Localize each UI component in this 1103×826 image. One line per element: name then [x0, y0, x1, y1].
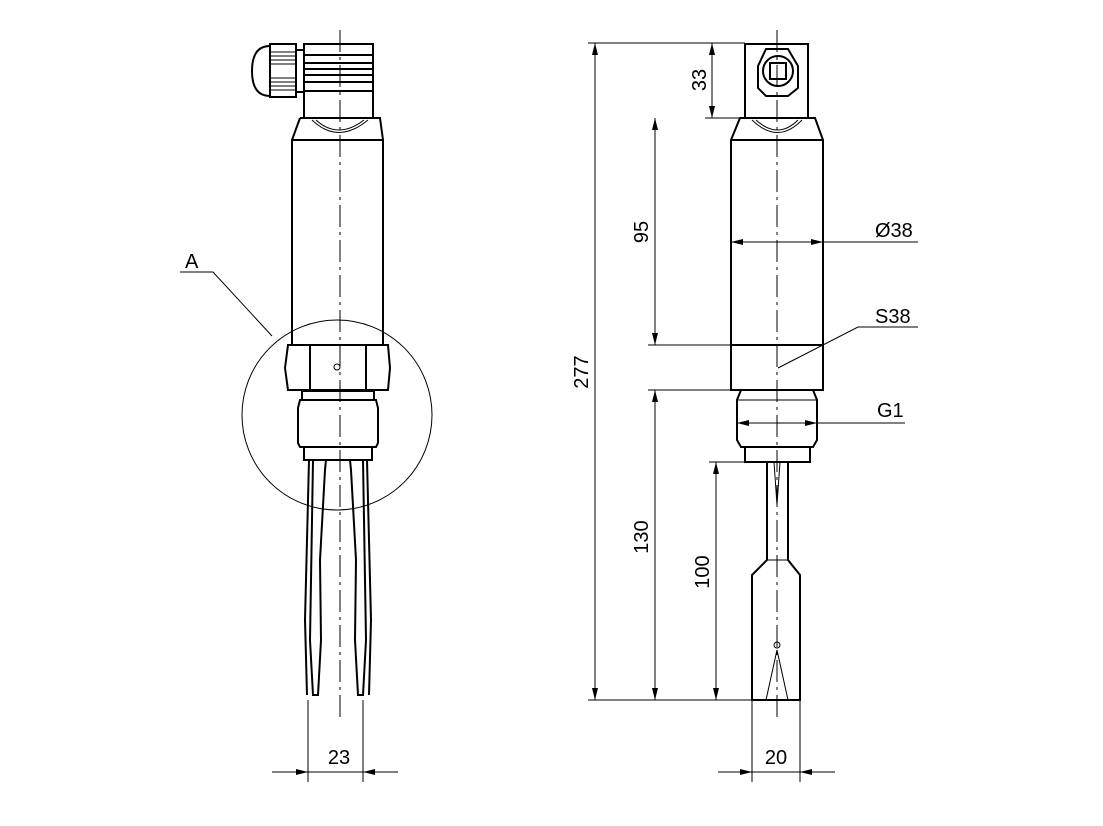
thread	[736, 389, 818, 463]
fork-blade	[751, 461, 801, 701]
dimension-fork-length: 100	[692, 461, 767, 700]
dimension-total-length: 277	[571, 42, 752, 701]
detail-circle	[241, 319, 433, 511]
svg-text:33: 33	[689, 69, 711, 91]
dimension-hex-size: S38	[777, 306, 918, 369]
svg-text:23: 23	[328, 747, 350, 769]
svg-text:130: 130	[631, 520, 653, 553]
housing-body	[291, 117, 384, 345]
svg-text:277: 277	[571, 355, 593, 388]
dimension-body-diameter: Ø38	[731, 220, 918, 245]
thread	[297, 390, 379, 461]
dimension-thread: G1	[737, 400, 905, 426]
connector-head	[303, 43, 374, 118]
dimension-fork-width: 23	[272, 700, 398, 782]
svg-text:95: 95	[631, 221, 653, 243]
svg-text:100: 100	[692, 555, 714, 588]
svg-text:Ø38: Ø38	[875, 220, 913, 242]
hex-nut	[283, 344, 392, 391]
tuning-fork	[303, 459, 373, 696]
svg-text:S38: S38	[875, 306, 911, 328]
dimension-body-length: 95	[631, 118, 731, 346]
callout-label: A	[185, 251, 199, 273]
dimension-blade-width: 20	[718, 700, 835, 782]
housing-body	[730, 117, 824, 391]
dimension-immersion-length: 130	[631, 389, 731, 700]
side-view: 277 33 95 130 100 Ø38 S38	[571, 30, 918, 782]
front-view: A 23	[180, 30, 433, 782]
callout-leader	[180, 271, 273, 337]
cable-gland	[250, 43, 305, 98]
dimension-head-height: 33	[689, 43, 745, 119]
svg-text:20: 20	[765, 747, 787, 769]
svg-text:G1: G1	[877, 400, 904, 422]
